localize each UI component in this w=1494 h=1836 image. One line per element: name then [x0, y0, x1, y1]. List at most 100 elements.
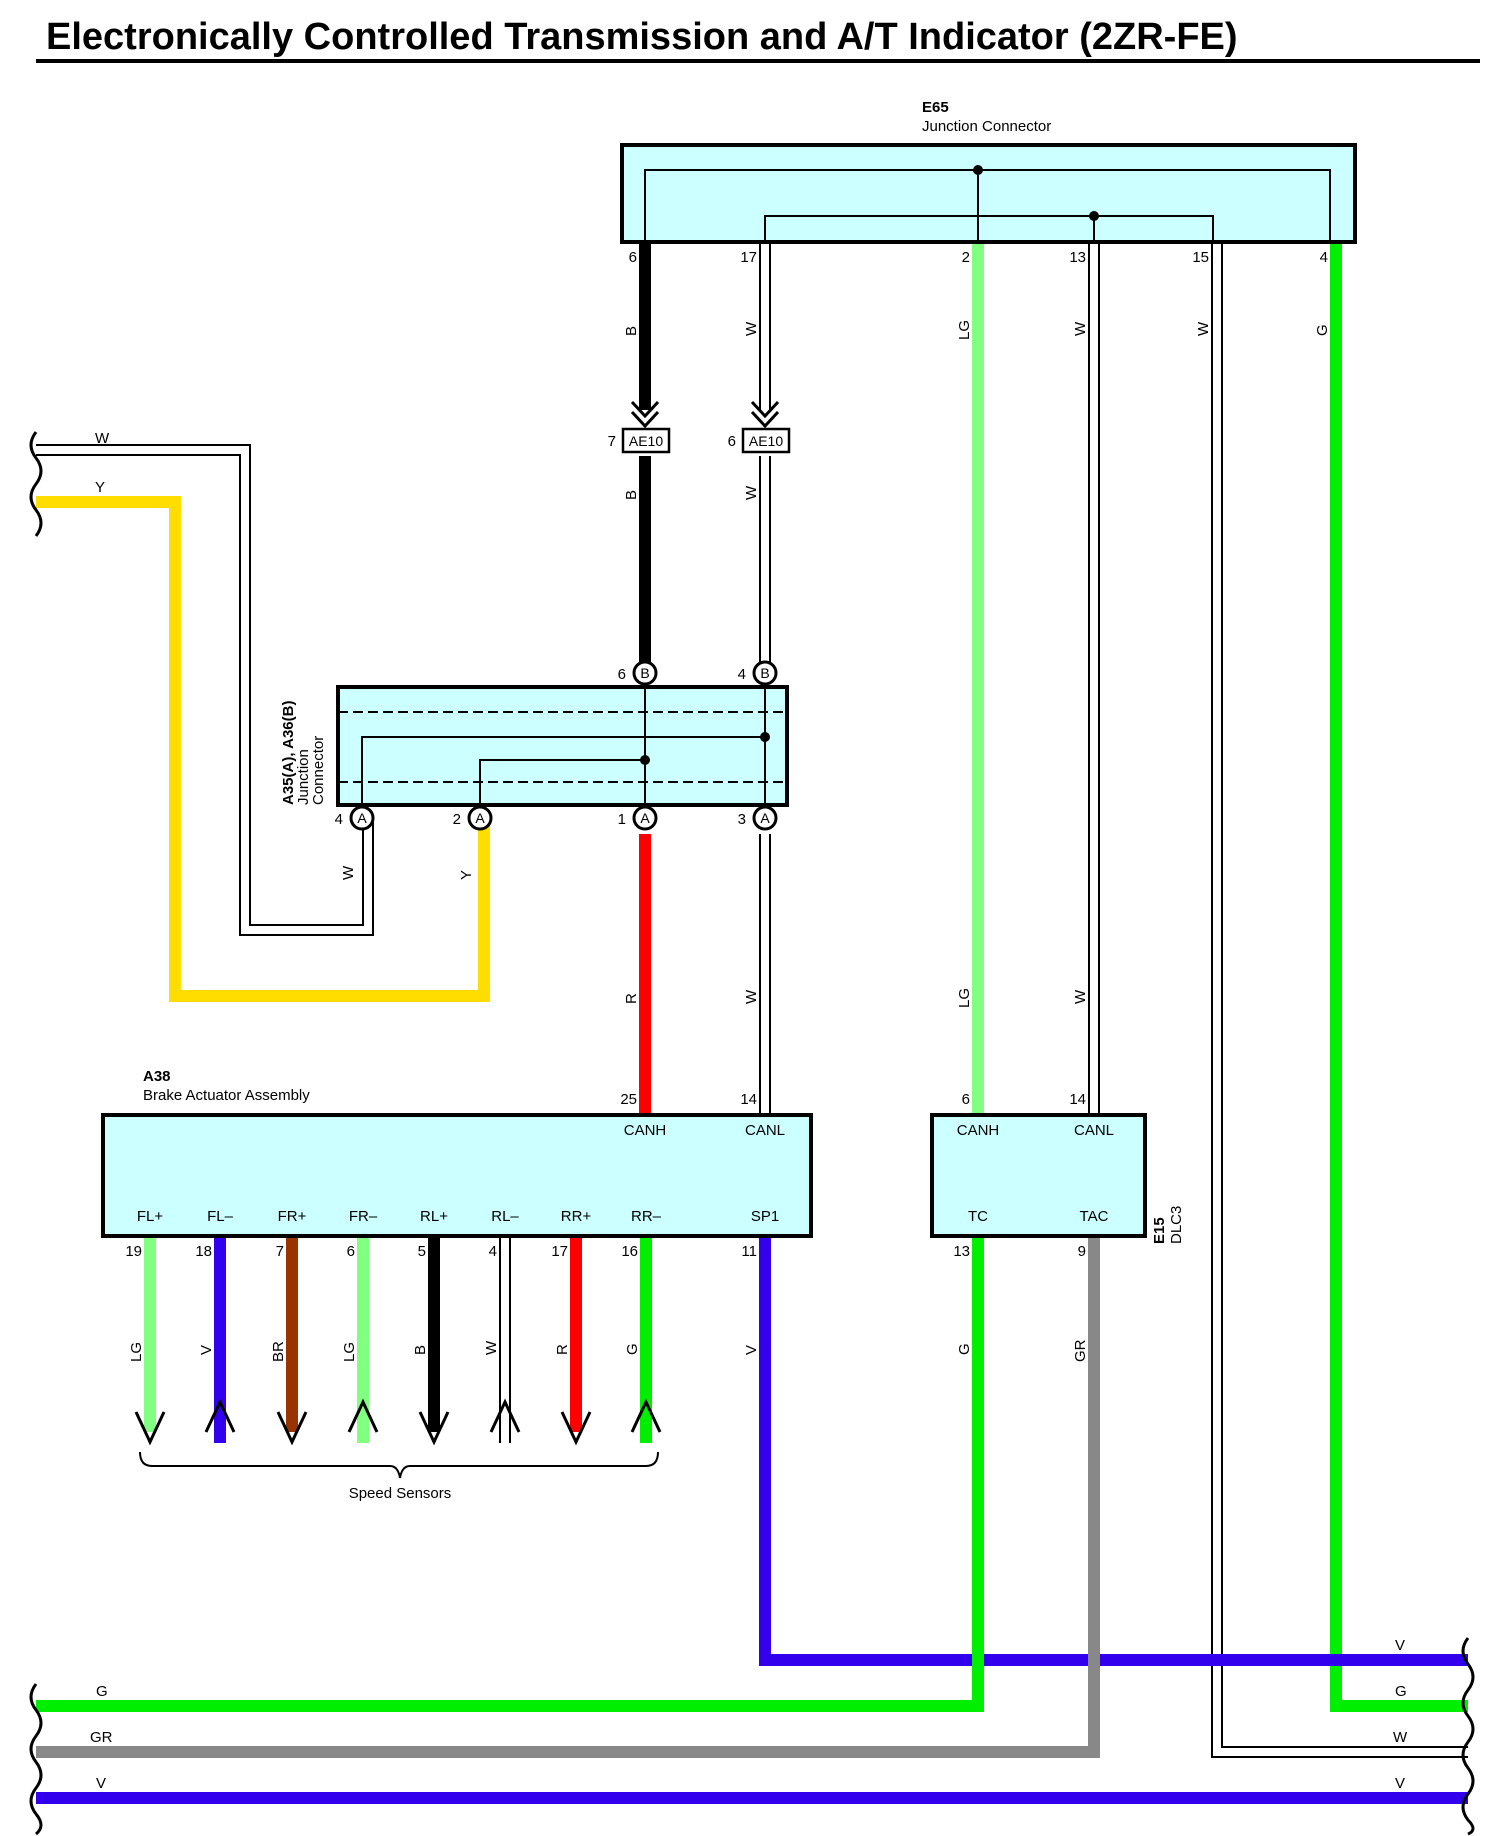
a35-pin-label: 4 [738, 666, 746, 683]
page-title: Electronically Controlled Transmission a… [46, 16, 1238, 58]
connector-chevron-icon [630, 400, 660, 429]
wire-color-label: W [743, 321, 760, 336]
a38-pin-label: 14 [740, 1091, 757, 1108]
a35-pin-circle [752, 805, 778, 831]
a35-splice-dot [640, 755, 650, 765]
wire-g-tc [36, 1236, 984, 1712]
break-mark-icon [1461, 1637, 1475, 1836]
ae10-id: AE10 [749, 433, 783, 449]
ae10-pin-label: 7 [608, 433, 616, 450]
connector-chevron-icon [750, 400, 780, 429]
a38-pin-label: 7 [276, 1243, 284, 1260]
e65-pin-label: 13 [1069, 249, 1086, 266]
a38-pin-label: 11 [741, 1243, 757, 1260]
a35-pin-circle [349, 805, 375, 831]
a38-name: Brake Actuator Assembly [143, 1087, 310, 1104]
e65-bus-inner [764, 215, 1214, 242]
offpage-wire-label: V [1395, 1775, 1405, 1792]
wire-color-label: V [743, 1345, 760, 1355]
a35-box [336, 685, 789, 807]
wire-color-label: BR [270, 1341, 287, 1362]
e15-signal-label: CANH [957, 1122, 1000, 1139]
a35-pin-label: 2 [453, 811, 461, 828]
a38-signal-label: RL+ [420, 1208, 448, 1225]
wires [36, 242, 1468, 1804]
ae10-pin-label: 6 [728, 433, 736, 450]
a35-pin-circle [632, 805, 658, 831]
offpage-wire-label: W [1393, 1729, 1408, 1746]
a38-pin-label: 25 [620, 1091, 637, 1108]
a35-pin-letter: B [760, 665, 769, 681]
wire-color-label: GR [1072, 1339, 1089, 1362]
wire-color-label: LG [341, 1342, 358, 1362]
offpage-wire-label: W [95, 430, 110, 447]
a38-signal-label: FL+ [137, 1208, 164, 1225]
e65-box [620, 143, 1357, 244]
wire-color-label: G [624, 1343, 641, 1355]
a38-signal-label: RR– [631, 1208, 662, 1225]
e65-pin-label: 6 [629, 249, 637, 266]
wire-w-left [36, 444, 374, 936]
ae10-box [741, 427, 791, 454]
arrow-down-icon [134, 1411, 166, 1446]
e65-pin-label: 15 [1192, 249, 1209, 266]
arrow-up-icon [630, 1398, 662, 1433]
a38-signal-label: SP1 [751, 1208, 779, 1225]
a38-pin-label: 19 [125, 1243, 142, 1260]
a38-box [101, 1113, 813, 1238]
wire-color-label: R [554, 1344, 571, 1355]
wire-g-e65-4 [1330, 242, 1468, 1712]
wire-color-label: LG [956, 988, 973, 1008]
connector-e65: E65 Junction Connector 6 17 2 13 15 4 [620, 99, 1357, 266]
arrow-down-icon [276, 1411, 308, 1446]
offpage-bottom-right: V G W V [1393, 1637, 1475, 1836]
a35-pin-label: 6 [618, 666, 626, 683]
wire-color-label: V [198, 1345, 215, 1355]
a35-pin-circle [632, 660, 658, 686]
connector-ae10-pin7: AE10 7 [608, 400, 671, 454]
a35-pin-letter: B [640, 665, 649, 681]
wire-color-label: R [623, 993, 640, 1004]
e15-pin-label: 9 [1078, 1243, 1086, 1260]
a38-pin-label: 18 [195, 1243, 212, 1260]
a38-pin-label: 6 [347, 1243, 355, 1260]
offpage-wire-label: G [96, 1683, 108, 1700]
a38-pin-label: 4 [489, 1243, 497, 1260]
wire-w-e65-15 [1211, 242, 1468, 1758]
wire-color-label: G [956, 1343, 973, 1355]
offpage-bottom-left: G GR V [29, 1683, 113, 1836]
a35-pin-label: 4 [335, 811, 343, 828]
offpage-wire-label: V [1395, 1637, 1405, 1654]
wire-color-label: W [1195, 321, 1212, 336]
wire-color-label: LG [128, 1342, 145, 1362]
offpage-wire-label: V [96, 1775, 106, 1792]
e65-name: Junction Connector [922, 118, 1051, 135]
break-mark-icon [29, 431, 43, 537]
a35-pin-circle [467, 805, 493, 831]
speed-sensors-brace [139, 1451, 659, 1479]
connector-a35-a36: A35(A), A36(B) Junction Connector B 6 B … [280, 660, 789, 831]
connector-a38: A38 Brake Actuator Assembly 25 CANH 14 C… [101, 1068, 813, 1260]
wire-color-label: W [340, 865, 357, 880]
a35-bus [361, 736, 765, 812]
a38-signal-label: FR– [349, 1208, 378, 1225]
a38-signal-label: RL– [491, 1208, 519, 1225]
a38-signal-label: FL– [207, 1208, 234, 1225]
e15-pin-label: 14 [1069, 1091, 1086, 1108]
arrow-down-icon [560, 1411, 592, 1446]
connector-e15: 6 CANH 14 CANL TC TAC 13 9 E15 DLC3 [930, 1091, 1185, 1260]
a38-signal-label: FR+ [278, 1208, 307, 1225]
e65-bus-outer [644, 169, 1331, 242]
a38-pin-label: 5 [418, 1243, 426, 1260]
e15-pin-label: 6 [962, 1091, 970, 1108]
e65-splice-dot [1089, 211, 1099, 221]
a35-pin-label: 1 [618, 811, 626, 828]
wire-color-label: B [623, 490, 640, 500]
a38-signal-label: CANL [745, 1122, 785, 1139]
a35-bus [479, 759, 645, 812]
a35-id: A35(A), A36(B) [280, 701, 297, 805]
e15-signal-label: TAC [1080, 1208, 1109, 1225]
e65-splice-dot [973, 165, 983, 175]
a35-pin-letter: A [357, 810, 367, 826]
